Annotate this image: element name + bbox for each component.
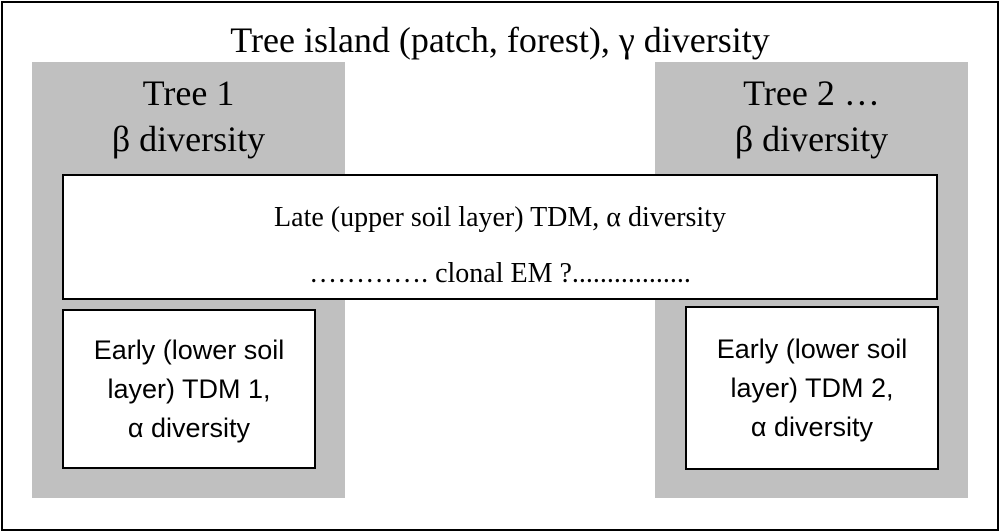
tree-1-name: Tree 1: [142, 73, 235, 113]
early-1-line-2: layer) TDM 1,: [107, 373, 271, 404]
diagram-title: Tree island (patch, forest), γ diversity: [230, 20, 770, 60]
tree-2-name: Tree 2 …: [743, 73, 880, 113]
tree-1-diversity: β diversity: [111, 119, 266, 159]
early-2-line-3: α diversity: [750, 411, 874, 442]
tree-1-label: Tree 1 β diversity: [32, 70, 345, 162]
early-layer-box-1: Early (lower soil layer) TDM 1, α divers…: [62, 309, 316, 469]
early-layer-box-2: Early (lower soil layer) TDM 2, α divers…: [685, 306, 939, 470]
tree-2-diversity: β diversity: [734, 119, 889, 159]
tree-2-label: Tree 2 … β diversity: [655, 70, 968, 162]
early-1-line-3: α diversity: [127, 412, 251, 443]
early-1-line-1: Early (lower soil: [93, 334, 285, 365]
late-layer-title: Late (upper soil layer) TDM, α diversity: [274, 202, 726, 233]
early-2-line-1: Early (lower soil: [716, 333, 908, 364]
late-layer-note: …………. clonal EM ?.................: [309, 258, 691, 289]
late-layer-box: Late (upper soil layer) TDM, α diversity…: [62, 174, 938, 300]
early-2-line-2: layer) TDM 2,: [730, 372, 894, 403]
